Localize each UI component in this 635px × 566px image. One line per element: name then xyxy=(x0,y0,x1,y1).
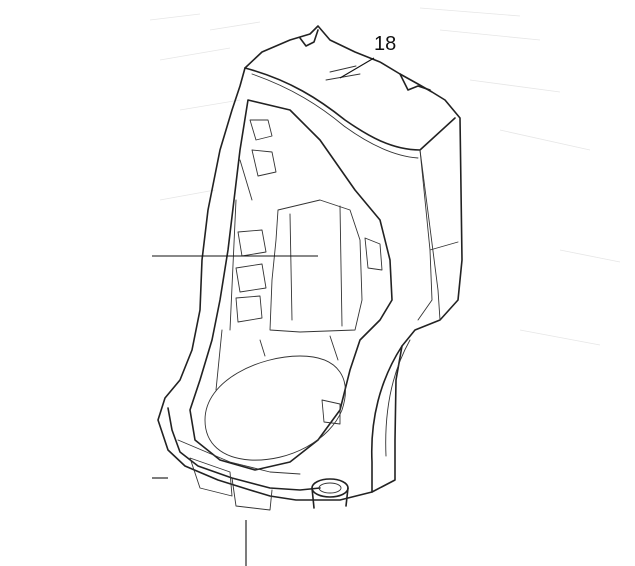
left-rib-1 xyxy=(249,119,273,141)
housing-body xyxy=(157,25,463,501)
top-notch-right xyxy=(399,73,431,91)
bumper-pad xyxy=(189,457,233,497)
left-rib-2 xyxy=(251,149,277,177)
left-rib-4 xyxy=(235,263,267,293)
front-bumper xyxy=(167,407,349,511)
left-rib-3 xyxy=(237,229,267,257)
top-notch-left xyxy=(299,29,319,47)
housing-outer-contour xyxy=(157,25,463,501)
right-tab-2 xyxy=(321,399,341,425)
cavity-rim xyxy=(189,99,393,471)
cavity-rear-wall xyxy=(269,199,363,333)
right-panel-edge xyxy=(417,149,459,321)
cavity-floor xyxy=(204,355,346,461)
left-rib-5 xyxy=(235,295,263,323)
right-tab-1 xyxy=(364,237,383,271)
top-ridge xyxy=(244,67,456,151)
leader-line-18 xyxy=(339,57,375,79)
lower-right-skirt xyxy=(370,345,403,493)
inner-cavity xyxy=(189,99,393,471)
top-ridge-inner xyxy=(251,73,419,159)
background-texture xyxy=(149,7,621,346)
bumper-outline xyxy=(167,407,321,491)
leader-lines xyxy=(152,57,375,566)
callout-18: 18 xyxy=(374,33,396,55)
